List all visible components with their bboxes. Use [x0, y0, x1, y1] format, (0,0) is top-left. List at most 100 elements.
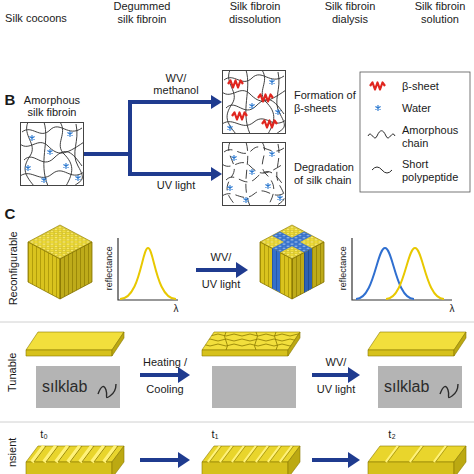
panel-letter: C: [5, 205, 16, 222]
degraded-illustration: [243, 197, 248, 203]
arrow-label: WV/: [211, 251, 232, 264]
degraded-illustration: [222, 142, 286, 206]
legend-text: Water: [402, 102, 466, 115]
legend-text: Short polypeptide: [402, 158, 466, 183]
arrow-label: Cooling: [146, 383, 183, 396]
step-label: Silk fibroin solution: [408, 0, 472, 25]
process-arrow: [348, 452, 360, 468]
beta-sheet-illustration: [222, 70, 286, 134]
amorphous-illustration: [63, 163, 68, 169]
grating-film: [202, 446, 300, 474]
box-heading: Formation of β-sheets: [294, 89, 356, 114]
process-arrow: [140, 373, 180, 377]
legend-frame: [370, 83, 385, 90]
legend-text: Amorphous chain: [402, 124, 466, 149]
reflectance-graph: [356, 248, 414, 299]
degraded-box: Degradation of silk chain: [222, 142, 286, 206]
degraded-illustration: [222, 142, 286, 206]
degraded-illustration: [231, 155, 236, 161]
arrow-line: [84, 154, 213, 174]
amorphous-illustration: [20, 122, 84, 186]
axis-label: reflectance: [104, 246, 114, 290]
row-title: Tunable: [7, 352, 20, 391]
beta-sheet-illustration: [249, 103, 254, 109]
beta-sheet-illustration: [262, 121, 277, 128]
pillar-cube: [272, 248, 280, 292]
row-title: nsient: [7, 437, 20, 466]
beta-sheet-illustration: [232, 113, 247, 120]
row-separator: [0, 322, 474, 323]
arrow-label: UV light: [202, 278, 241, 291]
grating-film: [34, 446, 118, 462]
amorphous-illustration: [41, 177, 46, 183]
axis-label: reflectance: [338, 246, 348, 290]
degraded-illustration: [277, 195, 282, 201]
axis-label: λ: [174, 303, 179, 315]
beta-sheet-illustration: [258, 95, 273, 102]
step-label: Silk fibroin dialysis: [318, 0, 382, 25]
pattern-panel: [98, 384, 116, 398]
logo-panel: sılklab: [378, 366, 462, 408]
row-separator: [0, 322, 474, 422]
amorphous-illustration: [67, 131, 72, 137]
reflectance-graph: [118, 238, 452, 300]
time-label: t₂: [388, 428, 395, 441]
step-label: Silk fibroin dissolution: [223, 0, 287, 25]
pattern-panel: [36, 366, 120, 408]
process-arrow: [348, 367, 360, 383]
row-title: Reconfigurable: [7, 231, 20, 305]
pattern-panel: [212, 366, 296, 408]
logo-panel: sılklab: [36, 366, 120, 408]
process-arrow: [236, 262, 248, 278]
beta-sheet-illustration: [222, 70, 286, 134]
silk-film: [198, 344, 302, 346]
axis-label: λ: [450, 303, 455, 315]
legend-frame: [360, 72, 470, 192]
arrow-label: WV/: [326, 356, 347, 369]
silk-film: [198, 334, 302, 336]
process-arrow: [140, 262, 360, 468]
process-arrow: [178, 367, 190, 383]
pillar-cube: [260, 225, 324, 259]
pillar-cube: [304, 248, 312, 292]
flow-arrow: [84, 95, 222, 154]
arrow-label: Heating /: [143, 356, 187, 369]
silk-film: [26, 332, 466, 356]
arrow-label: UV light: [317, 383, 356, 396]
pillar-cube: [272, 248, 280, 292]
pillar-cube: [272, 231, 312, 252]
box-heading: Degradation of silk chain: [294, 161, 356, 186]
pillar-cube: [260, 225, 324, 299]
grating-film: [202, 446, 300, 474]
process-arrow: [140, 458, 180, 462]
beta-sheet-illustration: [228, 81, 243, 88]
pattern-panel: [378, 366, 462, 408]
silk-film: [26, 332, 124, 356]
legend-text: β-sheet: [402, 80, 466, 93]
pillar-cube: [28, 225, 324, 299]
degraded-illustration: [265, 183, 270, 189]
time-label: t₀: [40, 428, 48, 441]
grating-film: [368, 446, 466, 474]
degraded-illustration: [249, 169, 254, 175]
reflectance-graph: [352, 238, 452, 300]
step-label: Silk cocoons: [5, 12, 67, 25]
grating-film: [368, 446, 466, 474]
legend-frame: [372, 167, 392, 173]
beta-sheet-illustration: [275, 109, 280, 115]
amorphous-box: Amorphous silk fibroin: [20, 122, 84, 186]
silk-film: [198, 332, 302, 350]
row-separator: [0, 422, 474, 423]
amorphous-illustration: [47, 149, 52, 155]
pillar-cube: [304, 248, 312, 292]
box-heading: Amorphous silk fibroin: [19, 94, 85, 119]
silk-film: [225, 332, 278, 350]
amorphous-illustration: [20, 122, 84, 186]
reflectance-graph: [118, 238, 178, 300]
silk-film: [198, 332, 302, 356]
silk-film: [198, 339, 302, 341]
pillar-cube: [304, 248, 312, 292]
